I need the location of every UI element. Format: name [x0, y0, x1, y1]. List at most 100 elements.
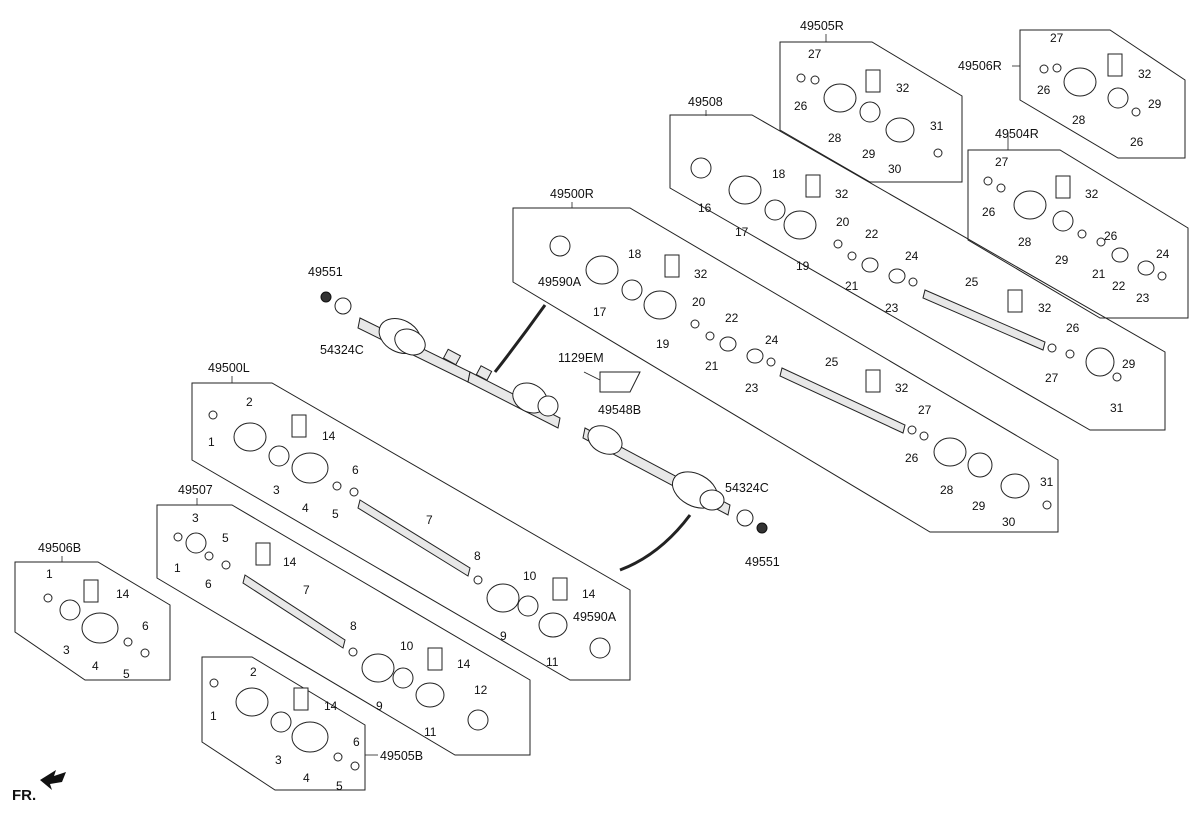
num-26-f: 26 [1066, 321, 1080, 335]
joint-2-49500L [233, 422, 267, 452]
frame-49500R [512, 207, 1059, 533]
shaft-7-49500L [357, 499, 471, 577]
label-49504R: 49504R [995, 127, 1039, 141]
num-24-c: 24 [765, 333, 779, 347]
shaft-7-49507 [242, 574, 346, 649]
num-32-c: 32 [1085, 187, 1099, 201]
grease-32-49508b [1007, 289, 1023, 313]
num-5-a: 5 [332, 507, 339, 521]
num-4-c: 4 [303, 771, 310, 785]
boot-28-49506R [1063, 67, 1097, 97]
num-24-a: 24 [1156, 247, 1170, 261]
num-20-b: 20 [692, 295, 706, 309]
num-26-g: 26 [905, 451, 919, 465]
num-17-b: 17 [593, 305, 607, 319]
boot-19-49500R [643, 290, 677, 320]
num-14-d: 14 [457, 657, 471, 671]
num-27-c: 27 [995, 155, 1009, 169]
num-14-e: 14 [116, 587, 130, 601]
grease-32-49504R [1055, 175, 1071, 199]
grease-14-49500Lb [552, 577, 568, 601]
num-25-b: 25 [825, 355, 839, 369]
num-27-e: 27 [918, 403, 932, 417]
num-29-a: 29 [862, 147, 876, 161]
num-20-a: 20 [836, 215, 850, 229]
num-12: 12 [474, 683, 488, 697]
label-49500R: 49500R [550, 187, 594, 201]
ring-49590A-lower [589, 637, 611, 659]
grease-32-49500Ra [664, 254, 680, 278]
num-14-c: 14 [283, 555, 297, 569]
frame-49504R [967, 149, 1189, 319]
num-19-a: 19 [796, 259, 810, 273]
num-7-a: 7 [426, 513, 433, 527]
num-26-d: 26 [982, 205, 996, 219]
num-26-c: 26 [1130, 135, 1144, 149]
ring-12-49507 [467, 709, 489, 731]
label-49548B: 49548B [598, 403, 641, 417]
num-26-e: 26 [1104, 229, 1118, 243]
num-11-a: 11 [546, 655, 559, 669]
boot-4-49506B [81, 612, 119, 644]
num-3-d: 3 [275, 753, 282, 767]
num-8-b: 8 [350, 619, 357, 633]
joint-17-49508 [728, 175, 762, 205]
num-32-e: 32 [1038, 301, 1052, 315]
num-14-a: 14 [322, 429, 336, 443]
joint-30-49500R [1000, 473, 1030, 499]
num-26-b: 26 [1037, 83, 1051, 97]
num-28-c: 28 [1018, 235, 1032, 249]
num-16: 16 [698, 201, 712, 215]
frame-49506R [1019, 29, 1186, 159]
num-24-b: 24 [905, 249, 919, 263]
bracket-49548B [599, 371, 641, 393]
ring-54324C-lower [736, 509, 754, 527]
label-49551-upper: 49551 [308, 265, 343, 279]
num-23-a: 23 [1136, 291, 1150, 305]
num-7-b: 7 [303, 583, 310, 597]
grease-14-49507b [427, 647, 443, 671]
grease-14-49507a [255, 542, 271, 566]
joint-30-49505R [885, 117, 915, 143]
num-14-b: 14 [582, 587, 596, 601]
grease-32-49508a [805, 174, 821, 198]
num-21-a: 21 [1092, 267, 1106, 281]
joint-2-49505B [235, 687, 269, 717]
label-49590A-lower: 49590A [573, 610, 617, 624]
num-4-b: 4 [92, 659, 99, 673]
num-22-a: 22 [1112, 279, 1126, 293]
num-30-a: 30 [888, 162, 902, 176]
num-10-a: 10 [523, 569, 537, 583]
frame-49508 [669, 114, 1166, 431]
joint-17-49500R [585, 255, 619, 285]
label-49506R: 49506R [958, 59, 1002, 73]
num-2-b: 2 [250, 665, 257, 679]
joint-11-49500L [538, 612, 568, 638]
boot-28-49500R [933, 437, 967, 467]
ring-49590A-upper [549, 235, 571, 257]
num-27-d: 27 [1045, 371, 1059, 385]
num-5-c: 5 [123, 667, 130, 681]
front-arrow-icon [40, 770, 66, 790]
boot-9-49507 [361, 653, 395, 683]
num-28-d: 28 [940, 483, 954, 497]
assembled-shaft-lower [582, 425, 731, 516]
num-21-c: 21 [705, 359, 719, 373]
num-32-a: 32 [896, 81, 910, 95]
num-5-b: 5 [222, 531, 229, 545]
nut-49551-upper [320, 291, 332, 303]
frame-49505R [779, 41, 963, 183]
label-54324C-lower: 54324C [725, 481, 769, 495]
label-49590A-upper: 49590A [538, 275, 582, 289]
num-6-a: 6 [352, 463, 359, 477]
boot-28-49505R [823, 83, 857, 113]
label-49500L: 49500L [208, 361, 250, 375]
num-1-d: 1 [210, 709, 217, 723]
grease-14-49506B [83, 579, 99, 603]
boot-19-49508 [783, 210, 817, 240]
label-49505B: 49505B [380, 749, 423, 763]
num-3-c: 3 [63, 643, 70, 657]
grease-14-49500La [291, 414, 307, 438]
boot-4-49505B [291, 721, 329, 753]
